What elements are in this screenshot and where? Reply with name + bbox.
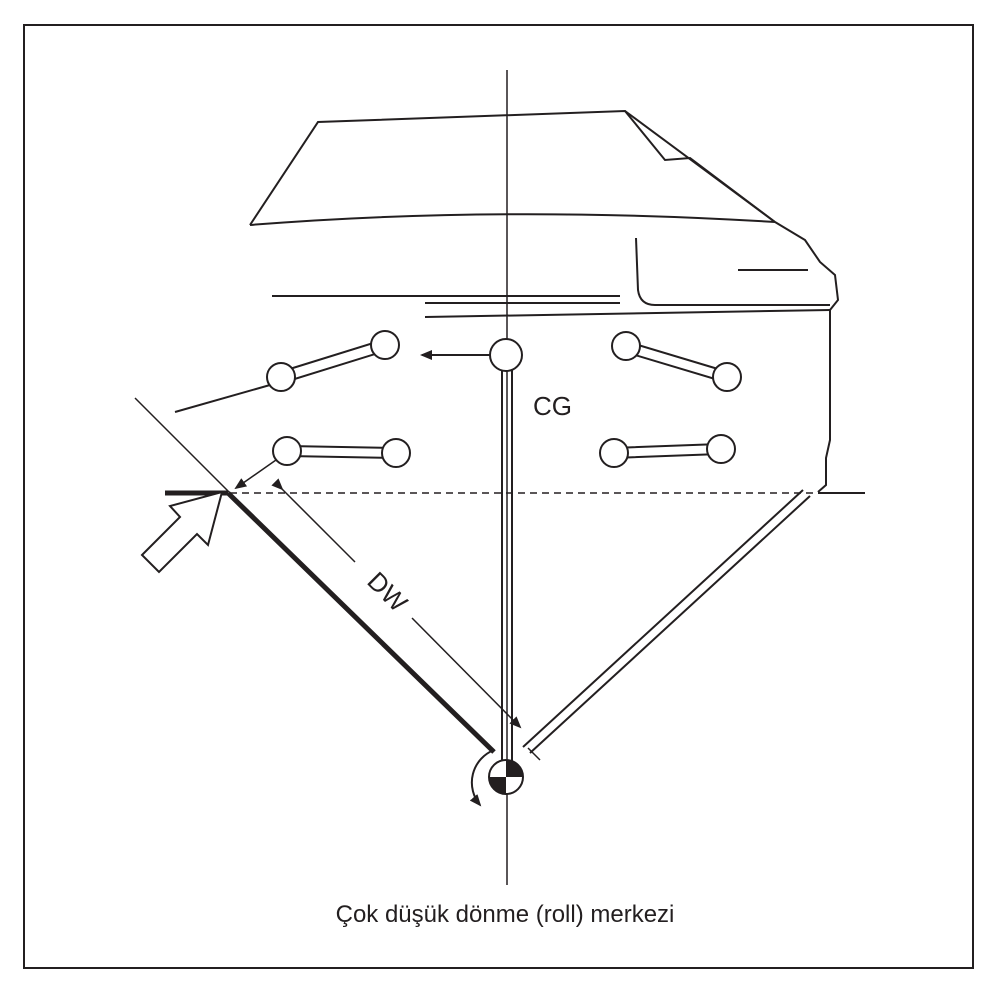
figure-frame [23,24,974,969]
figure-caption: Çok düşük dönme (roll) merkezi [336,901,675,928]
roll-center-symbol [469,747,541,807]
lateral-tire-force-arrow [140,490,224,574]
left-upper-link [279,339,389,383]
right-lower-outer-joint [706,434,736,464]
left-lower-inner-joint [381,438,411,468]
lower-link-force-arrow [234,459,277,490]
cg-label: CG [533,391,572,421]
right-upper-outer-joint [712,362,742,392]
vehicle-body [249,109,865,494]
right-swing-arm-line [522,489,811,754]
right-upper-link [624,341,729,383]
cg-point [489,338,523,372]
dw-dimension [271,478,522,729]
roll-rotation-arrow [469,749,495,807]
dw-label: DW [362,566,414,618]
left-upper-outer-joint [266,362,296,392]
left-lower-link [287,445,396,459]
left-upper-extension [174,384,271,413]
hood-line [249,213,776,226]
body-front-outline [774,221,840,493]
bumper-line [424,309,831,318]
inclined-ground-line [134,397,231,494]
right-upper-inner-joint [611,331,641,361]
headlight-outline [635,237,830,306]
windshield-outline [249,109,776,226]
left-lower-outer-joint [272,436,302,466]
left-upper-inner-joint [370,330,400,360]
suspension-links [174,330,742,468]
left-swing-arm-line [226,491,496,754]
right-lower-link [612,443,721,459]
a-pillar-line [624,110,776,223]
right-lower-inner-joint [599,438,629,468]
cg-vertical-link [501,368,513,765]
